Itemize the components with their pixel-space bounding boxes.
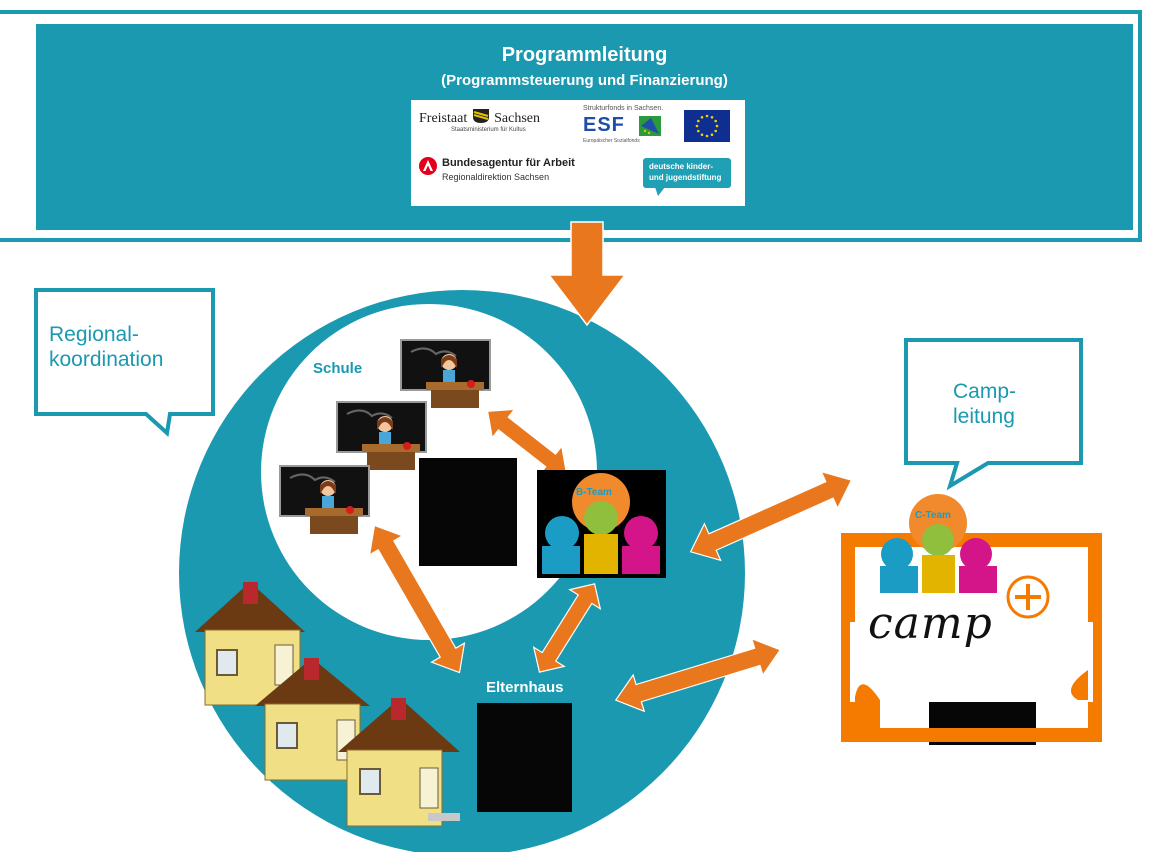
house-3-icon xyxy=(338,698,460,827)
teacher-3-icon xyxy=(279,465,370,534)
c-team-icon xyxy=(880,494,997,593)
sachsen-text: Sachsen xyxy=(494,111,541,126)
teacher-1-icon xyxy=(400,339,491,408)
sponsor-logo-panel: Freistaat Sachsen Staatsministerium für … xyxy=(411,100,745,206)
arrow-bteam-camp-icon xyxy=(689,470,853,562)
camp-callout-line1: Camp- xyxy=(953,380,1017,403)
arrow-elternhaus-camp-icon xyxy=(614,637,782,713)
regional-callout-line1: Regional- xyxy=(49,323,139,346)
photo-school xyxy=(419,458,517,566)
teacher-group xyxy=(279,339,491,534)
eu-flag-icon xyxy=(684,110,730,142)
camp-callout-line2: leitung xyxy=(953,405,1015,428)
sachsen-coat-of-arms-icon xyxy=(472,109,489,123)
camp-callout-bubble xyxy=(904,338,1083,491)
elternhaus-label: Elternhaus xyxy=(486,679,564,696)
house-1-icon xyxy=(195,582,305,706)
freistaat-text: Freistaat xyxy=(419,111,468,126)
freistaat-subtitle: Staatsministerium für Kultus xyxy=(451,127,526,133)
dkjs-logo: deutsche kinder- und jugendstiftung xyxy=(643,158,731,188)
dkjs-line1: deutsche kinder- xyxy=(649,162,714,171)
b-team-label: B-Team xyxy=(576,487,612,498)
arrow-bteam-elternhaus-icon xyxy=(532,583,602,673)
esf-flag-icon xyxy=(639,116,661,136)
schule-label: Schule xyxy=(313,360,363,377)
dkjs-line2: und jugendstiftung xyxy=(649,173,722,182)
camp-logo-text: camp xyxy=(868,598,993,649)
camp-frame xyxy=(841,533,1102,742)
arrow-schule-elternhaus-icon xyxy=(368,524,466,674)
dkjs-speech-tail-icon xyxy=(655,187,665,196)
c-team-label: C-Team xyxy=(915,510,951,521)
b-team-icon xyxy=(537,470,666,578)
regional-callout-line2: koordination xyxy=(49,348,164,371)
esf-logo-text: ESF xyxy=(583,114,625,136)
bundesagentur-subtitle: Regionaldirektion Sachsen xyxy=(442,172,550,182)
esf-top-text: Strukturfonds in Sachsen. xyxy=(583,105,664,112)
down-arrow-icon xyxy=(547,221,627,327)
esf-subtitle: Europäischer Sozialfonds xyxy=(583,138,640,144)
bundesagentur-logo-icon xyxy=(419,157,437,175)
camp-plus-icon xyxy=(1006,575,1050,619)
bundesagentur-title: Bundesagentur für Arbeit xyxy=(442,157,575,169)
teacher-2-icon xyxy=(336,401,427,470)
header-subtitle: (Programmsteuerung und Finanzierung) xyxy=(441,72,728,89)
photo-elternhaus xyxy=(477,703,572,812)
header-title: Programmleitung xyxy=(501,44,668,66)
regional-callout-bubble xyxy=(34,288,215,437)
freistaat-sachsen-logo: Freistaat Sachsen xyxy=(419,108,540,127)
